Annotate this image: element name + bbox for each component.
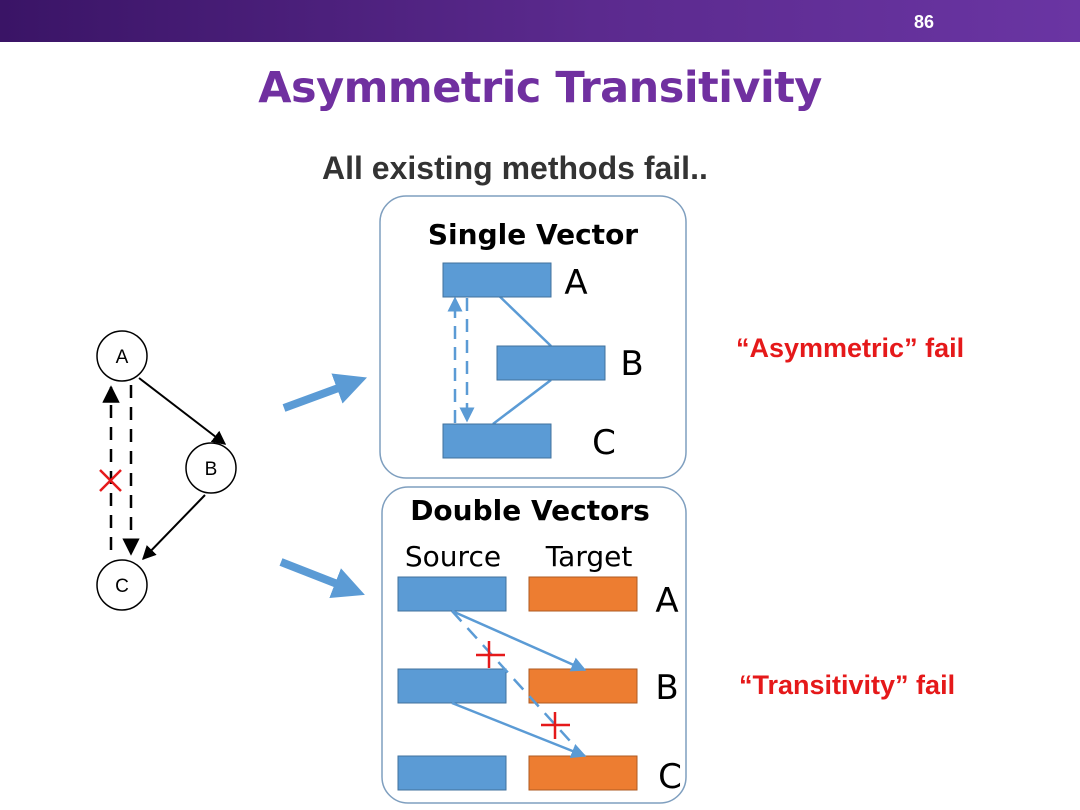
pointer-arrow-single: [282, 373, 368, 412]
double-vectors-title: Double Vectors: [410, 494, 650, 527]
sv-label-b: B: [620, 344, 643, 384]
edge-a-b: [138, 377, 227, 445]
slide-subtitle: All existing methods fail..: [322, 150, 708, 186]
slide-number: 86: [913, 12, 934, 32]
graph: A B C: [96, 330, 237, 611]
target-vector-b: [528, 668, 638, 704]
graph-node-b-label: B: [205, 459, 218, 480]
double-vectors-panel: Double Vectors Source Target A B C: [381, 486, 687, 804]
dv-label-a: A: [655, 581, 678, 621]
cross-mark-1: [476, 641, 505, 668]
cross-mark-2: [541, 712, 570, 739]
target-label: Target: [545, 540, 633, 573]
source-vector-b: [397, 668, 507, 704]
pointer-arrow-double: [279, 558, 365, 599]
graph-node-c: [96, 559, 148, 611]
dv-label-b: B: [655, 668, 678, 708]
edge-b-c: [142, 494, 206, 561]
source-vector-a: [397, 576, 507, 612]
single-vector-title: Single Vector: [428, 218, 638, 251]
cross-mark: [99, 469, 122, 492]
sv-vector-c: [442, 423, 552, 459]
graph-node-a: [96, 330, 148, 382]
dv-link-sb-tc: [451, 701, 587, 758]
graph-node-a-label: A: [116, 347, 129, 368]
sv-label-c: C: [592, 423, 616, 463]
graph-node-c-label: C: [115, 576, 129, 597]
target-vector-c: [528, 755, 638, 791]
sv-link-b-c: [492, 379, 552, 425]
header-bar: 86: [0, 0, 1080, 42]
source-vector-c: [397, 755, 507, 791]
slide-title: Asymmetric Transitivity: [258, 63, 822, 113]
target-vector-a: [528, 576, 638, 612]
source-label: Source: [405, 540, 501, 573]
dv-label-c: C: [658, 757, 682, 797]
sv-label-a: A: [564, 263, 587, 303]
sv-vector-a: [442, 262, 552, 298]
graph-node-b: [185, 442, 237, 494]
dv-link-sa-tb: [451, 609, 587, 672]
sv-link-a-b: [492, 289, 552, 347]
dv-dashed-sa-tc: [451, 610, 581, 753]
sv-vector-b: [496, 345, 606, 381]
asymmetric-fail-label: “Asymmetric” fail: [736, 333, 965, 363]
single-vector-panel: Single Vector A B C: [379, 195, 687, 479]
transitivity-fail-label: “Transitivity” fail: [739, 670, 956, 700]
